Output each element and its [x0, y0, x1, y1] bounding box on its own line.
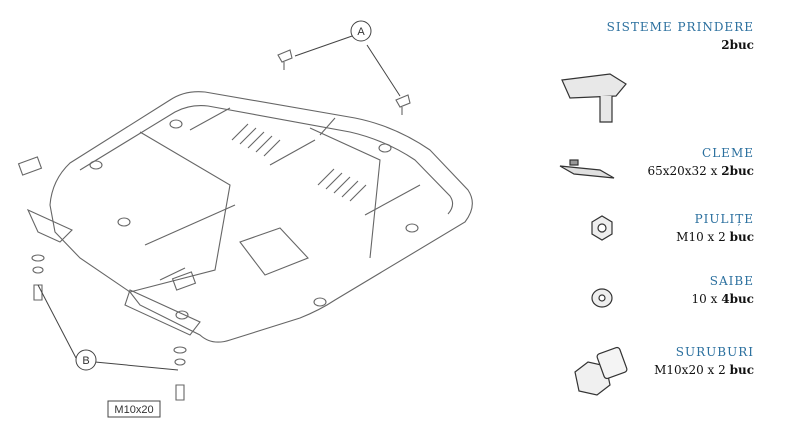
- nut-icon: [591, 215, 613, 241]
- mount-hole: [313, 297, 327, 307]
- callout-a-leader-1: [294, 34, 356, 57]
- bolt-size-box: [107, 400, 161, 418]
- part-title-bolts: SURUBURI: [675, 345, 754, 359]
- skid-plate-outline: [49, 91, 473, 343]
- pin-a-1: [277, 49, 293, 70]
- washer-bottom: [173, 346, 187, 354]
- part-qty-bold: buc: [729, 230, 754, 244]
- slot-2: [319, 117, 336, 136]
- callout-b-leader-2: [94, 361, 179, 371]
- vent-group-1: [231, 123, 281, 157]
- callout-b-label: B: [82, 355, 89, 367]
- callout-a-leader-2: [366, 44, 401, 97]
- mount-hole: [117, 217, 131, 227]
- callout-b-circle: [75, 349, 97, 371]
- pin-a-2: [395, 94, 411, 115]
- nut-left: [32, 266, 44, 274]
- callout-a-circle: [350, 20, 372, 42]
- part-qty-prefix: M10 x 2: [676, 230, 730, 244]
- part-qty-clips: 65x20x32 x 2buc: [647, 164, 754, 178]
- bracket-left: [17, 156, 43, 176]
- part-qty-bold: 2buc: [721, 164, 754, 178]
- mount-hole: [169, 119, 183, 129]
- slot-6: [159, 267, 186, 281]
- part-title-washers: SAIBE: [709, 274, 754, 288]
- nut-bottom: [174, 358, 186, 366]
- mount-hole: [378, 143, 392, 153]
- slot-4: [364, 184, 421, 216]
- part-title-clips: CLEME: [702, 146, 754, 160]
- part-qty-bolts: M10x20 x 2 buc: [654, 363, 754, 377]
- bolt-size-label: M10x20: [114, 404, 153, 416]
- skid-plate-ridge: [79, 105, 454, 215]
- slot-5: [144, 204, 236, 246]
- part-qty-prefix: 10 x: [691, 292, 722, 306]
- part-qty-bold: 2buc: [721, 38, 754, 52]
- flap-left: [26, 208, 73, 243]
- part-qty-prefix: M10x20 x 2: [654, 363, 730, 377]
- slot-1: [189, 107, 231, 131]
- callout-a-label: A: [357, 26, 365, 38]
- part-title-nuts: PIULIȚE: [694, 212, 754, 226]
- clip-icon: [559, 159, 615, 179]
- part-qty-washers: 10 x 4buc: [692, 292, 754, 306]
- bracket-center: [171, 271, 197, 291]
- callout-b-leader-1: [37, 284, 77, 359]
- part-qty-prefix: 65x20x32 x: [647, 164, 722, 178]
- part-qty-bold: buc: [729, 363, 754, 377]
- part-qty-fasteners: 2buc: [721, 38, 754, 52]
- bolt-bottom: [175, 384, 185, 401]
- mount-hole: [175, 310, 189, 320]
- washer-icon: [591, 288, 613, 308]
- part-title-fasteners: SISTEME PRINDERE: [606, 20, 754, 34]
- mount-hole: [89, 160, 103, 170]
- bolt-icon: [574, 346, 628, 396]
- slot-3: [269, 139, 316, 166]
- fold-line-left: [129, 131, 231, 293]
- square-panel: [239, 227, 309, 276]
- vent-group-2: [317, 168, 367, 202]
- flap-bottom: [124, 289, 201, 336]
- mount-hole: [405, 223, 419, 233]
- bracket-icon: [561, 73, 627, 123]
- part-qty-nuts: M10 x 2 buc: [676, 230, 754, 244]
- bolt-left: [33, 284, 43, 301]
- part-qty-bold: 4buc: [721, 292, 754, 306]
- fold-line-right: [309, 127, 381, 259]
- washer-left: [31, 254, 45, 262]
